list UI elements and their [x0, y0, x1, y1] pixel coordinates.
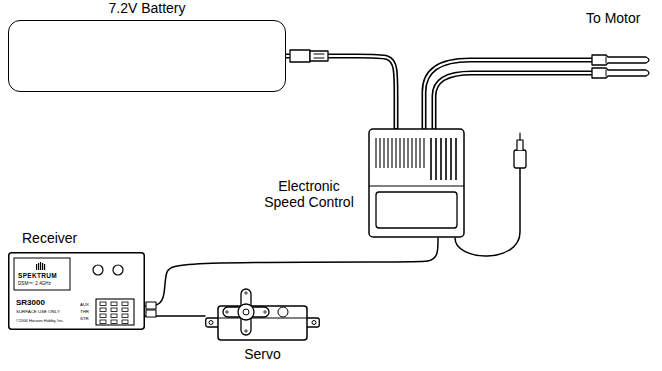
illustration-part [122, 302, 128, 306]
wire [286, 56, 396, 128]
illustration-part [111, 302, 117, 306]
illustration-part [100, 308, 106, 312]
speed-control-unit: Electronic Speed Control [368, 128, 465, 238]
illustration-part [100, 302, 106, 306]
illustration-part [38, 263, 39, 270]
part-heading: Servo [205, 346, 320, 362]
illustration-part [209, 321, 213, 325]
servo-unit-drawing [205, 290, 320, 342]
illustration-part [226, 311, 228, 313]
illustration-part [264, 311, 266, 313]
aux-plug [517, 140, 523, 150]
motor-lead [424, 60, 592, 128]
illustration-part [387, 138, 388, 168]
wire [145, 238, 438, 306]
servo-unit: Servo [205, 290, 320, 342]
brand-logo: SPEKTRUM [18, 272, 57, 279]
illustration-part [9, 253, 145, 330]
illustration-part [96, 299, 134, 325]
illustration-part [376, 192, 457, 228]
part-heading: Electronic Speed Control [259, 178, 359, 210]
illustration-part [122, 320, 128, 324]
usage-note: SURFACE USE ONLY [16, 309, 60, 314]
servo-plug [146, 310, 156, 317]
aux-plug [514, 150, 526, 168]
illustration-part [42, 263, 43, 270]
part-heading: Receiver [22, 230, 77, 246]
illustration-part [245, 292, 247, 294]
illustration-part [111, 314, 117, 318]
illustration-part [122, 308, 128, 312]
illustration-part [278, 307, 288, 317]
copyright-note: ©2006 Horizon Hobby, Inc. [16, 319, 64, 324]
battery-plug [314, 54, 324, 55]
illustration-part [100, 320, 106, 324]
wire-core [286, 56, 396, 128]
bullet-connector [606, 57, 607, 63]
battery-plug [314, 58, 324, 59]
band-text: DSM™: 2.4GHz [18, 281, 51, 286]
aux-plug [519, 133, 520, 140]
illustration-part [395, 138, 396, 168]
receiver-unit: ReceiverSPEKTRUMDSM™: 2.4GHzSR3000SURFAC… [8, 252, 145, 330]
illustration-part [44, 264, 45, 270]
illustration-part [455, 138, 457, 180]
illustration-part [14, 258, 70, 290]
model-number: SR3000 [16, 298, 45, 307]
part-heading: 7.2V Battery [9, 0, 285, 16]
battery-plug [310, 51, 328, 61]
illustration-part [312, 321, 316, 325]
illustration-part [423, 138, 424, 168]
bullet-connector [592, 55, 649, 65]
motor-lead [434, 73, 592, 128]
illustration-part [391, 138, 392, 168]
illustration-part [111, 308, 117, 312]
illustration-part [223, 307, 269, 317]
illustration-part [100, 314, 106, 318]
illustration-part [399, 138, 400, 168]
illustration-part [450, 138, 452, 180]
illustration-part [445, 138, 447, 180]
illustration-part [218, 306, 307, 340]
illustration-part [407, 138, 408, 168]
illustration-part [238, 304, 254, 320]
illustration-part [369, 129, 464, 237]
bullet-connector [606, 70, 607, 76]
illustration-part [369, 185, 464, 186]
battery-plug [290, 50, 310, 62]
illustration-part [122, 314, 128, 318]
illustration-part [379, 138, 380, 168]
illustration-part [40, 262, 41, 270]
bullet-connector [592, 68, 649, 78]
illustration-part [245, 330, 247, 332]
illustration-part [430, 138, 432, 180]
illustration-part [415, 138, 416, 168]
illustration-part [440, 138, 442, 180]
illustration-part [435, 138, 437, 180]
illustration-part [375, 138, 376, 168]
illustration-part [93, 265, 103, 275]
illustration-part [403, 138, 404, 168]
illustration-part [383, 138, 384, 168]
illustration-part [111, 320, 117, 324]
speed-control-unit-drawing [368, 128, 465, 238]
channel-label: THR [80, 309, 89, 314]
illustration-part [36, 264, 37, 270]
channel-label: STR [80, 316, 89, 321]
channel-label: AUX [80, 302, 89, 307]
illustration-part [419, 138, 420, 168]
destination-label: To Motor [586, 10, 640, 26]
servo-plug [146, 302, 156, 309]
illustration-part [411, 138, 412, 168]
motor-lead [434, 73, 592, 128]
illustration-part [241, 289, 251, 335]
illustration-part [113, 265, 123, 275]
motor-lead [424, 60, 592, 128]
illustration-part [243, 309, 249, 315]
battery-pack: 7.2V Battery [8, 20, 286, 92]
